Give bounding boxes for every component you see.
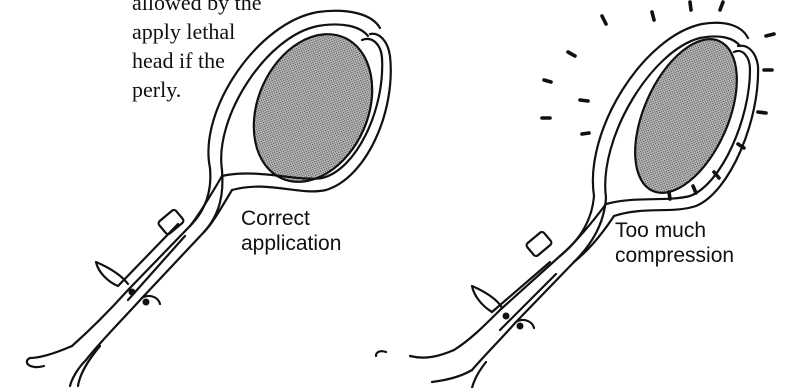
correct-label-line: application bbox=[241, 231, 341, 256]
forceps-correct-icon bbox=[27, 11, 395, 386]
forceps-compressed-icon bbox=[376, 23, 758, 388]
correct-label-line: Correct bbox=[241, 206, 341, 231]
compression-label-line: compression bbox=[615, 243, 734, 268]
compression-label-line: Too much bbox=[615, 218, 734, 243]
correct-application-label: Correct application bbox=[241, 206, 341, 256]
too-much-compression-label: Too much compression bbox=[615, 218, 734, 268]
